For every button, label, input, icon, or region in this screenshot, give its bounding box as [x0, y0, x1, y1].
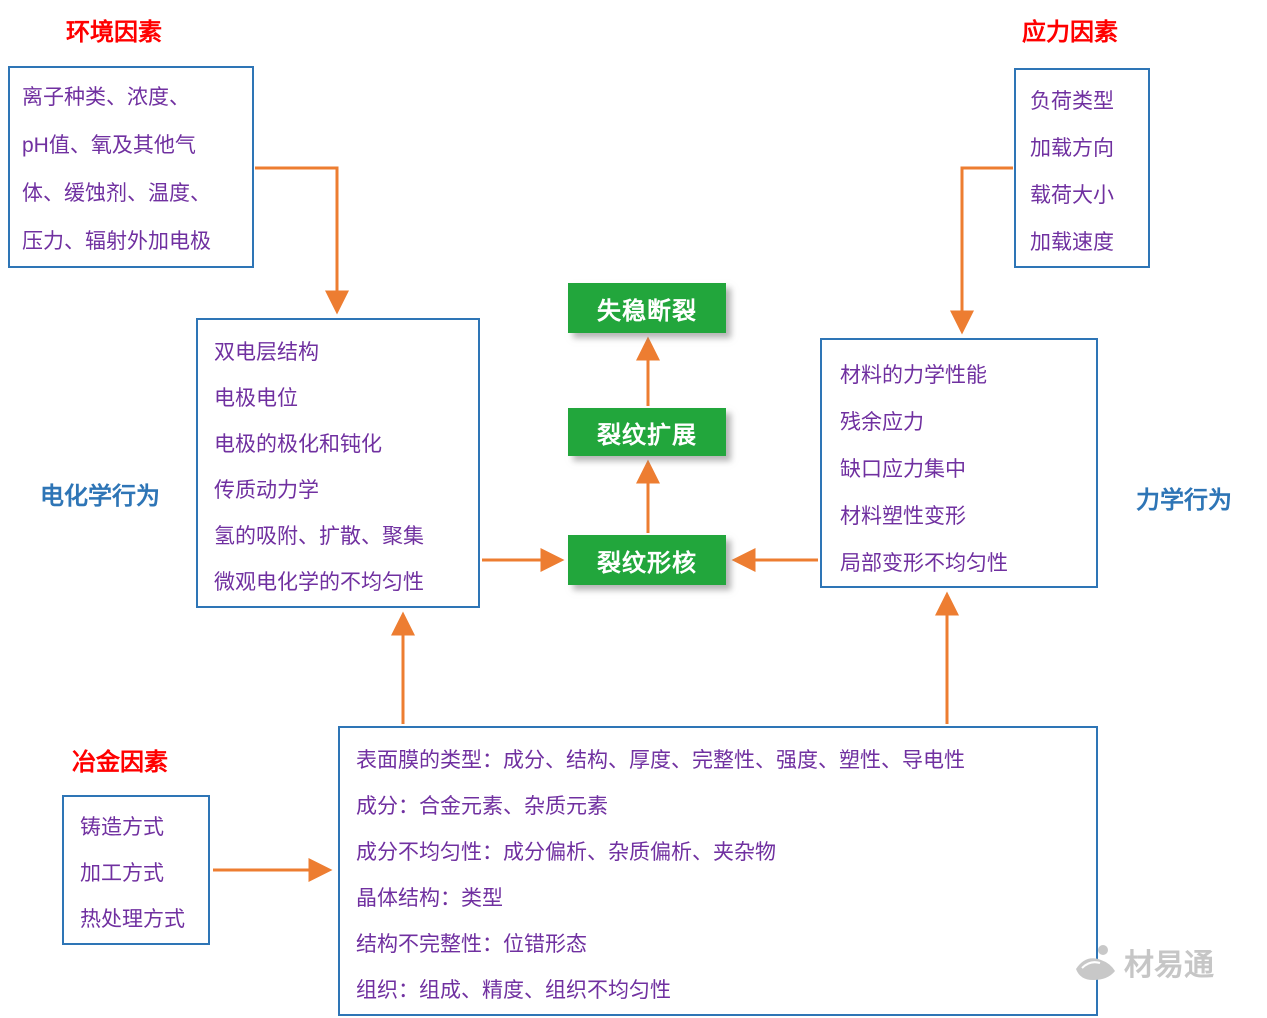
- mechanics-behavior-label: 力学行为: [1136, 487, 1232, 514]
- watermark-text: 材易通: [1124, 949, 1214, 982]
- electrochemistry-line: 电极的极化和钝化: [214, 433, 382, 456]
- material-box: 表面膜的类型：成分、结构、厚度、完整性、强度、塑性、导电性 成分：合金元素、杂质…: [338, 726, 1098, 1016]
- material-line: 晶体结构：类型: [356, 887, 503, 910]
- watermark: 材易通: [1072, 940, 1214, 984]
- environment-box: 离子种类、浓度、 pH值、氧及其他气 体、缓蚀剂、温度、 压力、辐射外加电极: [8, 66, 254, 268]
- mechanics-box: 材料的力学性能 残余应力 缺口应力集中 材料塑性变形 局部变形不均匀性: [820, 338, 1098, 588]
- metallurgy-box: 铸造方式 加工方式 热处理方式: [62, 795, 210, 945]
- material-line: 结构不完整性：位错形态: [356, 933, 587, 956]
- stress-factors-title: 应力因素: [1022, 19, 1118, 46]
- environment-line: pH值、氧及其他气: [22, 134, 196, 157]
- node-crack-propagation: 裂纹扩展: [568, 408, 726, 456]
- electrochemistry-line: 传质动力学: [214, 479, 319, 502]
- electrochemistry-line: 电极电位: [214, 387, 298, 410]
- electrochemistry-line: 氢的吸附、扩散、聚集: [214, 525, 424, 548]
- mechanics-line: 材料塑性变形: [840, 505, 966, 528]
- metallurgy-line: 加工方式: [80, 862, 164, 885]
- environment-line: 压力、辐射外加电极: [22, 230, 211, 253]
- metallurgy-line: 铸造方式: [80, 816, 164, 839]
- mechanics-line: 残余应力: [840, 411, 924, 434]
- material-line: 组织：组成、精度、组织不均匀性: [356, 979, 671, 1002]
- environment-factors-title: 环境因素: [66, 19, 162, 46]
- stress-line: 载荷大小: [1030, 184, 1114, 207]
- stress-line: 负荷类型: [1030, 90, 1114, 113]
- electrochemistry-box: 双电层结构 电极电位 电极的极化和钝化 传质动力学 氢的吸附、扩散、聚集 微观电…: [196, 318, 480, 608]
- electrochemistry-behavior-label: 电化学行为: [40, 483, 160, 510]
- watermark-logo-icon: [1072, 942, 1120, 982]
- material-line: 表面膜的类型：成分、结构、厚度、完整性、强度、塑性、导电性: [356, 749, 965, 772]
- mechanics-line: 材料的力学性能: [840, 364, 987, 387]
- arrow-environment-to-electrochemistry: [255, 166, 349, 315]
- stress-line: 加载速度: [1030, 231, 1114, 254]
- environment-line: 离子种类、浓度、: [22, 86, 190, 109]
- node-crack-nucleation: 裂纹形核: [568, 535, 726, 585]
- metallurgy-factors-title: 冶金因素: [72, 749, 168, 776]
- mechanics-line: 局部变形不均匀性: [840, 552, 1008, 575]
- arrow-stress-to-mechanics: [950, 166, 1013, 335]
- stress-line: 加载方向: [1030, 137, 1114, 160]
- material-line: 成分：合金元素、杂质元素: [356, 795, 608, 818]
- electrochemistry-line: 微观电化学的不均匀性: [214, 571, 424, 594]
- node-unstable-fracture: 失稳断裂: [568, 283, 726, 333]
- environment-line: 体、缓蚀剂、温度、: [22, 182, 211, 205]
- metallurgy-line: 热处理方式: [80, 908, 185, 931]
- material-line: 成分不均匀性：成分偏析、杂质偏析、夹杂物: [356, 841, 776, 864]
- electrochemistry-line: 双电层结构: [214, 341, 319, 364]
- mechanics-line: 缺口应力集中: [840, 458, 966, 481]
- stress-box: 负荷类型 加载方向 载荷大小 加载速度: [1014, 68, 1150, 268]
